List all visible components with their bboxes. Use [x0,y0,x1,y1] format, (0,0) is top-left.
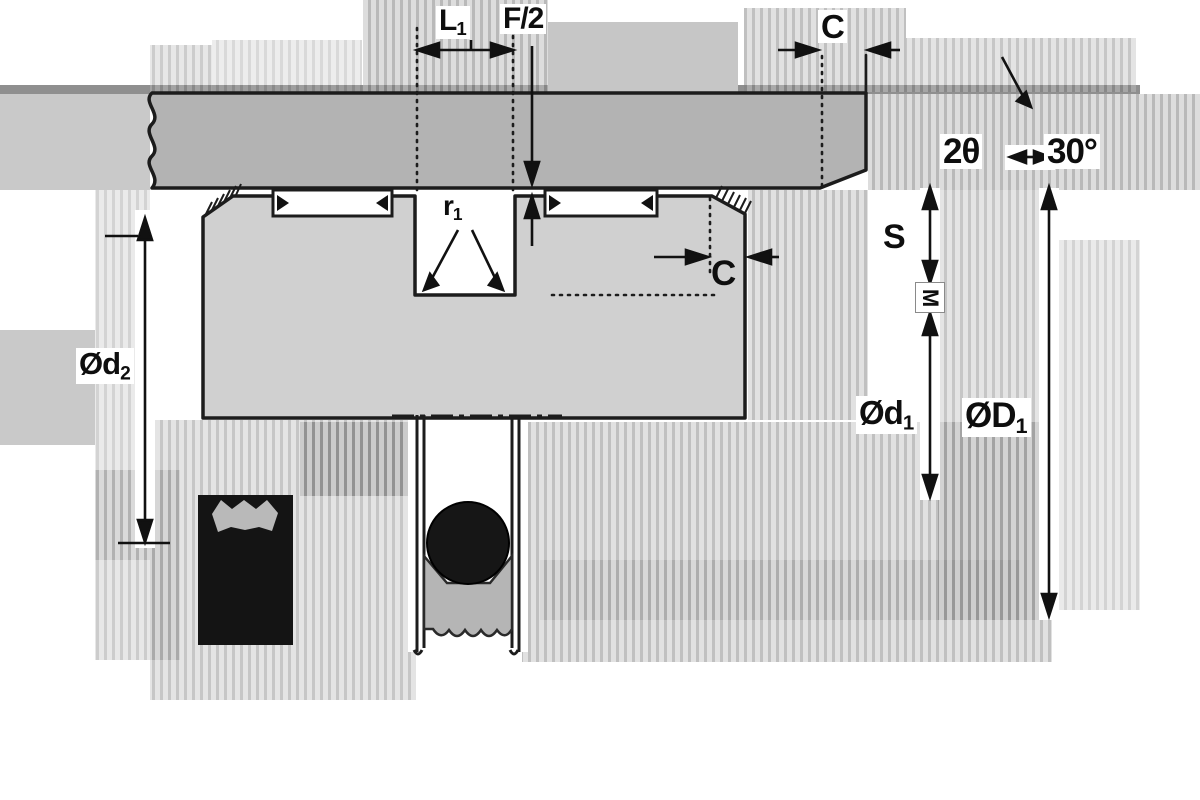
left-chamfer-serrations [205,183,242,215]
dimension-label-f-half: F/2 [500,4,547,34]
dimension-label-s: S [880,220,908,254]
oring-groove-detail [392,414,562,656]
dimension-label-m: M [915,282,945,313]
groove-base-detail [422,552,514,638]
bore-outline [147,91,868,190]
piston-cross-section [201,183,752,420]
land-recess-bands [271,188,659,218]
seal-profile-detail [198,495,293,645]
dimension-label-c-top: C [818,10,847,43]
dimension-label-l1: L1 [436,6,470,39]
seal-serrated-lip [212,500,278,532]
dimension-label-d1: Ød1 [856,396,918,435]
angle-label-30deg: 30° [1044,134,1100,169]
radius-label-r1: r1 [443,190,463,224]
dimension-label-c-side: C [711,254,736,293]
extension-lines [415,26,868,297]
dimension-label-d2: Ød2 [76,348,134,384]
piston-outline [201,194,747,420]
right-chamfer-serrations [715,185,752,214]
dimension-lines [105,40,1058,621]
bore-cross-section [147,91,868,190]
angle-label-2theta: 2θ [940,134,983,169]
oring-section [426,501,510,585]
dimension-label-D1: ØD1 [962,398,1031,437]
